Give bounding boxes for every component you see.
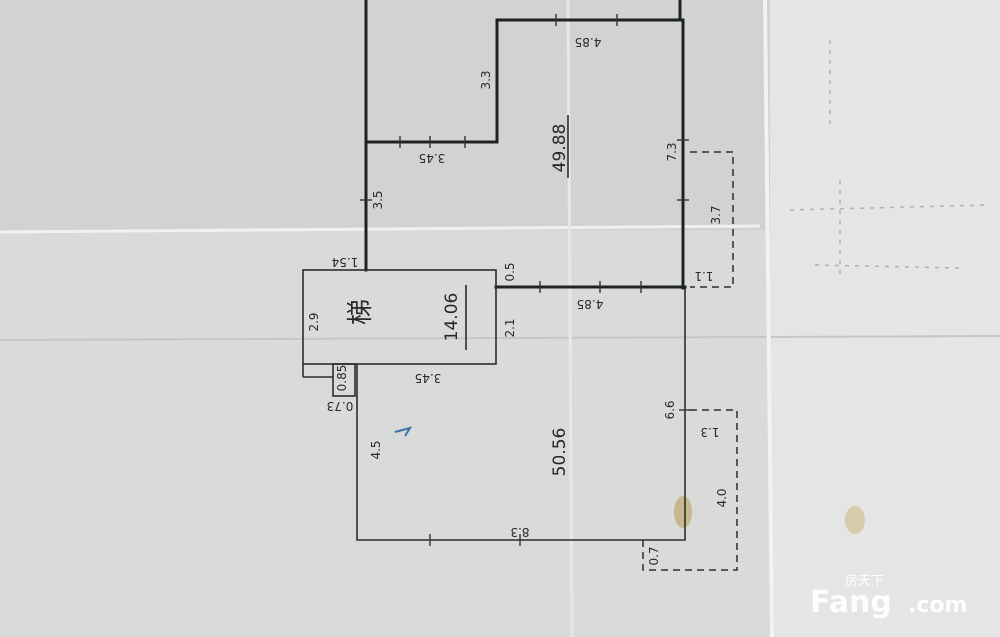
dim-40: 4.0 [715, 488, 729, 507]
lower-room-wall [356, 288, 686, 541]
fold-line-vertical-2 [763, 0, 774, 637]
upper-room-wall-top [364, 0, 682, 144]
dimension-ticks [360, 14, 691, 546]
small-niche [332, 363, 356, 397]
pen-mark [394, 426, 413, 437]
watermark-domain: .com [908, 593, 967, 618]
dim-33: 3.3 [479, 70, 493, 89]
bleed-through-lines [789, 40, 991, 280]
fold-line-horizontal [0, 224, 761, 234]
dim-11: 1.1 [694, 269, 713, 283]
dim-35: 3.5 [371, 190, 385, 209]
paper-fold-right [770, 0, 1000, 637]
dim-085: 0.85 [335, 365, 349, 392]
stair-label: 梯 [346, 299, 376, 325]
dim-345-upper: 3.45 [419, 151, 446, 165]
fold-line-horizontal-2 [0, 335, 1000, 341]
watermark-brand: Fang [810, 585, 892, 620]
dim-29: 2.9 [307, 312, 321, 331]
dim-485-mid: 4.85 [577, 297, 604, 311]
dim-154: 1.54 [332, 255, 359, 269]
dim-73: 7.3 [665, 142, 679, 161]
stair-box [302, 269, 497, 365]
dim-345-lower: 3.45 [415, 371, 442, 385]
watermark-logo: 房天下 Fang .com [810, 573, 967, 620]
room-area-lower: 50.56 [550, 428, 570, 477]
dim-485-top: 4.85 [575, 35, 602, 49]
room-area-upper: 49.88 [550, 124, 570, 173]
stain [674, 496, 692, 528]
dim-83: 8.3 [510, 525, 529, 539]
dim-05: 0.5 [503, 262, 517, 281]
dim-073: 0.73 [327, 399, 354, 413]
dim-37: 3.7 [709, 205, 723, 224]
dim-13: 1.3 [700, 425, 719, 439]
balcony-lower [642, 409, 738, 571]
paper-shade-top [0, 0, 770, 230]
dim-21: 2.1 [503, 318, 517, 337]
watermark-brand-cn: 房天下 [845, 573, 884, 589]
stain-2 [845, 506, 865, 534]
balcony-upper [690, 151, 734, 288]
dim-45: 4.5 [369, 440, 383, 459]
fold-line-vertical [566, 0, 574, 637]
dim-07: 0.7 [647, 546, 661, 565]
dim-66: 6.6 [663, 400, 677, 419]
room-area-stair: 14.06 [442, 293, 462, 342]
